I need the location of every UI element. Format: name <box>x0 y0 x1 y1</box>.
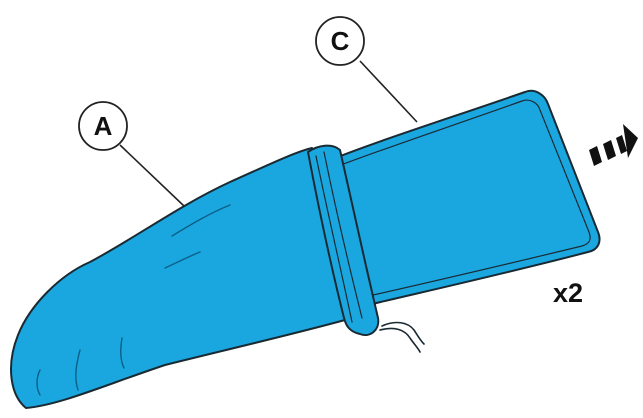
part-a-crease <box>171 204 231 237</box>
collar-stitching <box>315 155 353 323</box>
callout-c: C <box>315 16 365 66</box>
arrow-dash <box>603 140 616 160</box>
callout-a: A <box>78 101 128 151</box>
arrow-head <box>623 124 638 158</box>
part-a-collar <box>307 144 380 336</box>
callout-c-circle <box>315 16 365 66</box>
callout-c-label: C <box>331 26 350 56</box>
leader-lines <box>119 60 418 207</box>
cord-end <box>379 327 421 353</box>
quantity-label: x2 <box>553 278 583 308</box>
leader-line-a <box>119 144 185 207</box>
part-c-insert <box>324 89 601 309</box>
part-a-crease <box>164 251 201 269</box>
arrow-dash <box>616 135 627 154</box>
dashed-arrow-right-icon <box>589 124 638 166</box>
drawstring-cord <box>379 321 425 353</box>
arrow-dash <box>589 146 602 166</box>
leader-line-c <box>359 60 418 123</box>
part-a-crease <box>36 369 41 396</box>
part-c-body <box>324 89 601 309</box>
callout-a-label: A <box>94 111 113 141</box>
collar-stitching <box>323 151 363 319</box>
part-a-body <box>10 147 346 409</box>
part-a-crease <box>119 337 125 369</box>
part-a-crease <box>75 349 81 391</box>
part-c-stitching <box>332 99 591 299</box>
callout-a-circle <box>78 101 128 151</box>
part-a-sleeve <box>10 147 346 409</box>
cord-end <box>381 321 425 345</box>
